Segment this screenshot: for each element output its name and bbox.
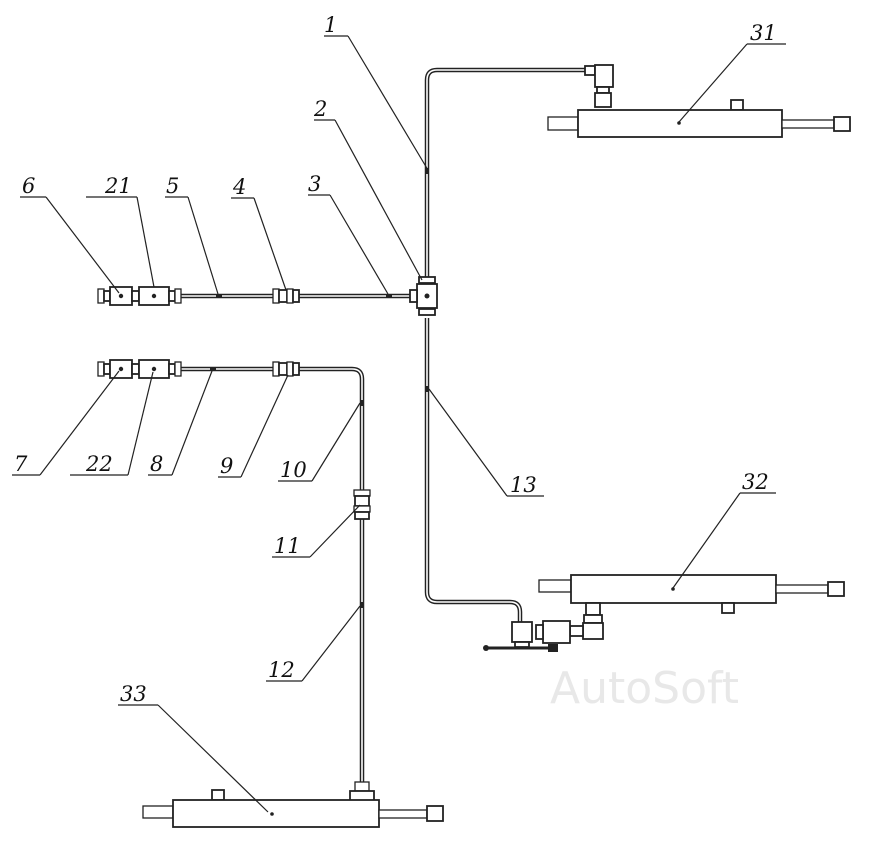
callout-22: 22 [85, 452, 113, 476]
pipe-riser-lower [424, 318, 523, 622]
callout-12: 12 [268, 658, 295, 682]
callout-31: 31 [750, 21, 777, 45]
callout-2: 2 [313, 97, 327, 121]
callout-32: 32 [742, 470, 769, 494]
cylinder-31 [547, 64, 851, 138]
callout-5: 5 [166, 174, 179, 198]
callout-labels: 1 2 3 4 5 21 6 31 32 33 7 22 8 9 10 11 1… [14, 13, 777, 706]
callout-7: 7 [14, 452, 28, 476]
callout-8: 8 [150, 452, 163, 476]
pipe-riser-upper [424, 67, 585, 278]
leader-lines [12, 35, 786, 813]
lower-branch-fittings [97, 359, 371, 520]
callout-10: 10 [280, 458, 307, 482]
callout-13: 13 [510, 473, 537, 497]
cylinder-32 [483, 574, 845, 652]
callout-3: 3 [308, 172, 321, 196]
cylinder-33 [142, 781, 444, 828]
pipe-branch-lower [180, 366, 365, 782]
callout-33: 33 [120, 682, 147, 706]
callout-4: 4 [232, 175, 246, 199]
callout-21: 21 [104, 174, 132, 198]
callout-6: 6 [22, 174, 35, 198]
callout-1: 1 [324, 13, 337, 37]
watermark: AutoSoft [550, 663, 739, 714]
central-tee [409, 276, 438, 316]
upper-branch-fittings [97, 286, 300, 306]
callout-11: 11 [274, 534, 301, 558]
callout-9: 9 [220, 454, 233, 478]
pipe-joint-marks [210, 168, 429, 608]
